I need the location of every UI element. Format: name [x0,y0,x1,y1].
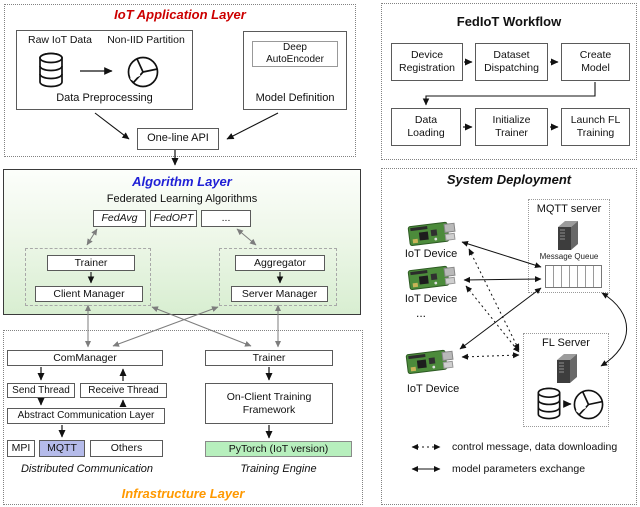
pie-chart-icon [127,56,159,88]
legend-control-message-label: control message, data downloading [452,441,618,453]
infra-trainer-box: Trainer [205,350,333,366]
raspberry-pi-icon [405,349,454,374]
fedavg-box: FedAvg [93,210,146,227]
message-queue-label: Message Queue [539,252,599,261]
training-engine-caption: Training Engine [240,463,317,475]
raspberry-pi-icon [407,265,456,290]
on-client-training-framework-box: On-Client Training Framework [205,383,333,424]
client-manager-box: Client Manager [35,286,143,302]
mqtt-server-label: MQTT server [536,203,602,215]
raw-iot-data-label: Raw IoT Data [28,34,92,46]
data-loading-box: Data Loading [391,108,461,146]
initialize-trainer-box: Initialize Trainer [475,108,548,146]
iot-device-label: IoT Device [404,293,458,305]
abstract-communication-layer-box: Abstract Communication Layer [7,408,165,424]
algorithm-layer-title: Algorithm Layer [132,174,232,189]
dataset-dispatching-box: Dataset Dispatching [475,43,548,81]
one-line-api-box: One-line API [137,128,219,150]
com-manager-box: ComManager [7,350,163,366]
device-registration-box: Device Registration [391,43,463,81]
pie-chart-icon [573,389,604,420]
iot-application-layer-title: IoT Application Layer [114,7,246,22]
mqtt-box: MQTT [39,440,85,457]
iot-device-label: IoT Device [404,248,458,260]
receive-thread-box: Receive Thread [80,383,167,398]
create-model-box: Create Model [561,43,630,81]
database-icon [537,387,561,420]
fediot-workflow-title: FedIoT Workflow [456,14,562,29]
model-definition-caption: Model Definition [255,92,335,104]
server-manager-box: Server Manager [231,286,328,302]
pytorch-box: PyTorch (IoT version) [205,441,352,457]
mpi-box: MPI [7,440,35,457]
raspberry-pi-icon [407,221,456,246]
iot-device-label: IoT Device [406,383,460,395]
send-thread-box: Send Thread [7,383,75,398]
legend-model-parameters-label: model parameters exchange [452,463,586,475]
distributed-communication-caption: Distributed Communication [20,463,154,475]
infrastructure-layer-title: Infrastructure Layer [121,486,245,501]
iot-application-layer-box [4,4,356,157]
launch-fl-training-box: Launch FL Training [561,108,630,146]
fl-server-label: FL Server [542,337,590,349]
data-preprocessing-caption: Data Preprocessing [56,92,153,104]
message-queue [545,265,602,288]
more-algorithms-box: ... [201,210,251,227]
deep-autoencoder-box: Deep AutoEncoder [252,41,338,67]
devices-ellipsis: ... [415,306,426,320]
trainer-box: Trainer [47,255,135,271]
fl-server-box [523,333,609,427]
federated-learning-algorithms-label: Federated Learning Algorithms [106,193,258,205]
database-icon [39,52,63,88]
non-iid-partition-label: Non-IID Partition [107,34,185,46]
aggregator-box: Aggregator [235,255,325,271]
fedopt-box: FedOPT [150,210,197,227]
fediot-workflow-box [381,3,637,160]
server-icon [558,221,578,250]
system-deployment-title: System Deployment [446,172,572,187]
others-box: Others [90,440,163,457]
system-deployment-box [381,168,637,505]
server-icon [557,354,577,383]
